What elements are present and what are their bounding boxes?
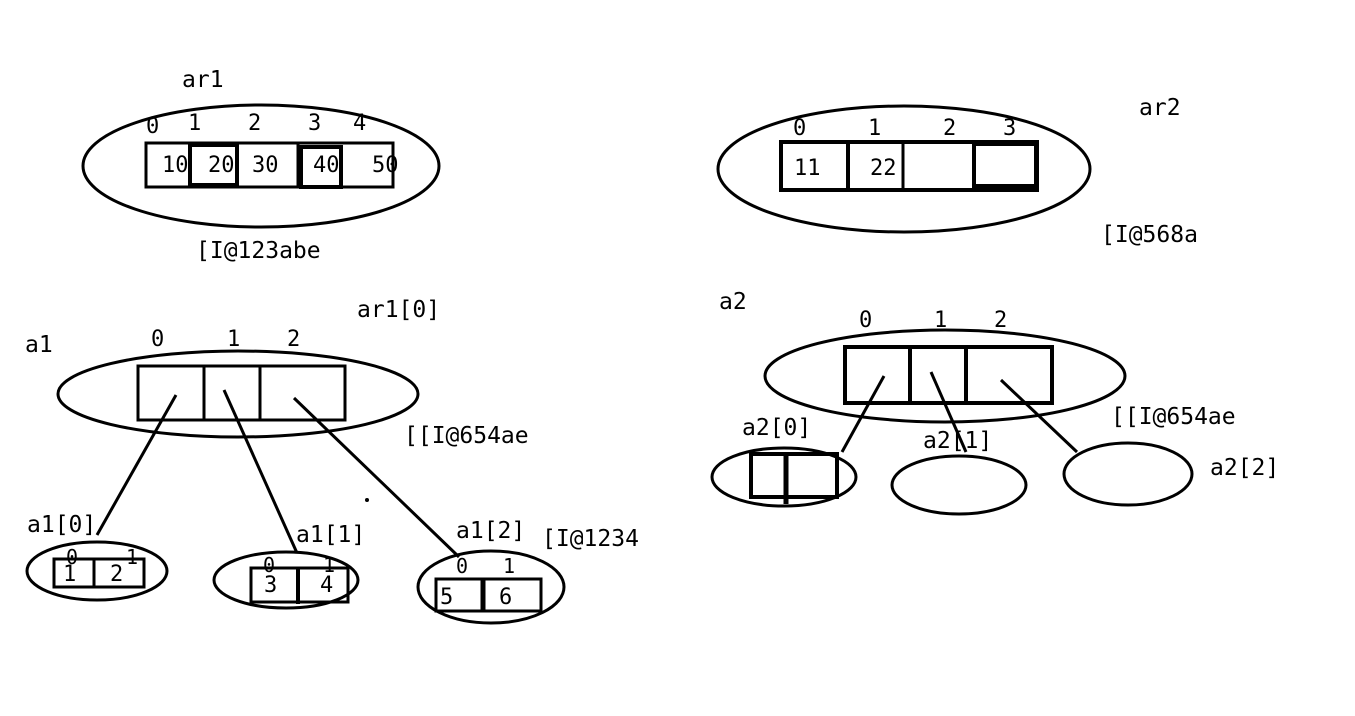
a1-array-box — [136, 364, 347, 422]
ar1-value-2: 30 — [252, 153, 279, 178]
ar2-index-1: 1 — [868, 116, 881, 141]
a2-row-2-label: a2[2] — [1210, 455, 1279, 481]
a1-pointer-1 — [222, 389, 299, 554]
a1-row-2: a1[2] 0 1 5 6 — [416, 518, 566, 625]
a2-index-2: 2 — [994, 308, 1007, 333]
a1-name: a1 — [25, 332, 53, 358]
ar1-cell-3 — [299, 145, 343, 189]
a2-row-0-ellipse — [710, 446, 858, 508]
a1-row-0-ellipse — [25, 540, 169, 602]
a1-row-2-value-1: 6 — [499, 585, 512, 610]
a2-row-2: a2[2] — [1062, 441, 1279, 507]
ar1-index-2: 2 — [248, 111, 261, 136]
a2-name: a2 — [719, 289, 747, 315]
ar1-ref: [I@123abe — [196, 238, 321, 264]
a2-row-2-ellipse — [1062, 441, 1194, 507]
a1-row-2-value-0: 5 — [440, 585, 453, 610]
a1-row-2-index-1: 1 — [503, 554, 515, 578]
a1-group: ar1[0] a1 0 1 2 [[I@654ae [I@1234 a1[0] … — [25, 297, 639, 625]
ar2-value-0: 11 — [794, 156, 821, 181]
a2-row-0: a2[0] — [710, 415, 858, 508]
a2-row-0-box — [749, 452, 839, 499]
a1-row-2-box — [434, 577, 543, 613]
a1-row-0-label: a1[0] — [27, 512, 96, 538]
a2-index-0: 0 — [859, 308, 872, 333]
a2-pointer-2 — [999, 378, 1079, 454]
a2-row-0-label: a2[0] — [742, 415, 811, 441]
a2-pointer-0 — [840, 375, 886, 453]
ar1-ellipse — [81, 103, 441, 229]
ar1-index-0: 0 — [146, 114, 159, 139]
ar1-value-1: 20 — [208, 153, 235, 178]
ar2-group: ar2 0 1 2 3 11 22 [I@568a — [716, 95, 1198, 248]
a1-row-1-index-0: 0 — [263, 553, 275, 577]
a1-inner-ref: [I@1234 — [542, 526, 639, 552]
a1-row-1-label: a1[1] — [296, 522, 365, 548]
a1-row-0: a1[0] 0 1 1 2 — [25, 512, 169, 602]
ar2-value-1: 22 — [870, 156, 897, 181]
ar1-index-4: 4 — [353, 111, 366, 136]
a1-row-0-index-1: 1 — [126, 545, 138, 569]
a2-ref: [[I@654ae — [1111, 404, 1236, 430]
ar2-index-3: 3 — [1003, 116, 1016, 141]
a2-group: a2 0 1 2 [[I@654ae a2[0] a2[1] a2[2] — [710, 289, 1279, 516]
ar2-name: ar2 — [1139, 95, 1181, 121]
ar2-cell-3 — [972, 142, 1038, 188]
ar1-value-3: 40 — [313, 153, 340, 178]
ar2-index-2: 2 — [943, 116, 956, 141]
ar1-index-3: 3 — [308, 111, 321, 136]
a2-row-1-ellipse — [890, 454, 1028, 516]
a1-row-1-value-1: 4 — [320, 573, 333, 598]
ar2-ref: [I@568a — [1101, 222, 1198, 248]
a1-row-2-index-0: 0 — [456, 554, 468, 578]
ar2-index-0: 0 — [793, 116, 806, 141]
a2-row-1: a2[1] — [890, 428, 1028, 516]
a1-row-0-index-0: 0 — [66, 545, 78, 569]
a1-row-0-value-1: 2 — [110, 562, 123, 587]
a1-row-1-value-0: 3 — [264, 573, 277, 598]
a1-pointer-0 — [95, 394, 178, 536]
a1-row-2-label: a1[2] — [456, 518, 525, 544]
a1-row-2-ellipse — [416, 549, 566, 625]
ar1-name: ar1 — [182, 67, 224, 93]
a1-index-1: 1 — [227, 327, 240, 352]
a1-pointer-2 — [292, 396, 461, 559]
a1-ellipse — [56, 349, 420, 439]
ar1-value-0: 10 — [162, 153, 189, 178]
a1-ref: [[I@654ae — [404, 423, 529, 449]
ar1-array-box — [144, 141, 395, 189]
a2-array-box — [843, 345, 1054, 405]
a2-pointer-1 — [929, 371, 968, 453]
ar1-value-4: 50 — [372, 153, 399, 178]
a1-row-1-ellipse — [212, 550, 360, 610]
a1-element-label: ar1[0] — [357, 297, 440, 323]
a1-row-0-value-0: 1 — [63, 562, 76, 587]
ar2-ellipse — [716, 104, 1092, 234]
a1-row-1-index-1: 1 — [323, 553, 335, 577]
a1-row-1: a1[1] 0 1 3 4 — [212, 522, 365, 610]
ar1-index-1: 1 — [188, 111, 201, 136]
a2-row-1-label: a2[1] — [923, 428, 992, 454]
a2-index-1: 1 — [934, 308, 947, 333]
ar1-cell-1 — [188, 143, 239, 187]
a1-row-0-box — [52, 557, 146, 589]
stray-dot — [365, 498, 369, 502]
a1-index-0: 0 — [151, 327, 164, 352]
ar1-group: ar1 0 1 2 3 4 10 20 30 40 50 [I@123abe — [81, 67, 441, 264]
a1-index-2: 2 — [287, 327, 300, 352]
a2-ellipse — [763, 328, 1127, 424]
